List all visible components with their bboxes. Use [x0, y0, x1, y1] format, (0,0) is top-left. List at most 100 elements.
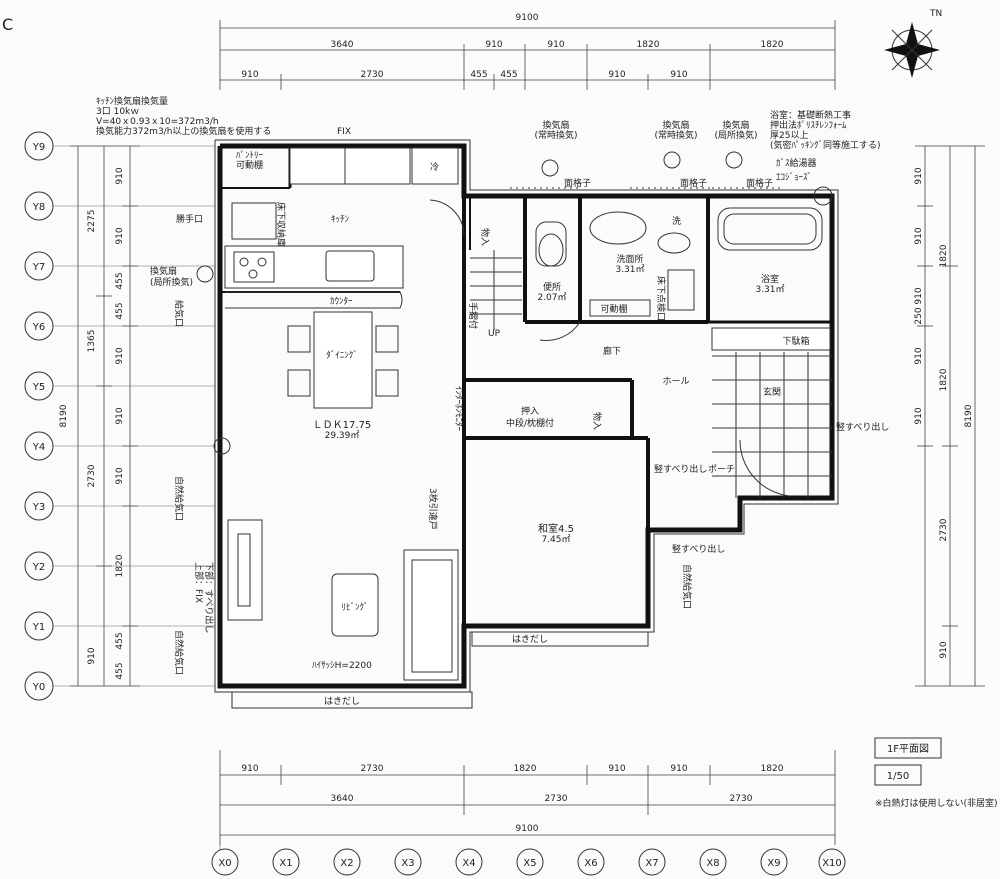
washroom-area-label: 3.31㎡ — [615, 264, 644, 275]
grid-y-label: Y5 — [32, 382, 45, 393]
grid-y-label: Y7 — [32, 262, 45, 273]
fan-sub-label: (局所換気) — [714, 129, 757, 141]
dim-top: 1820 — [761, 40, 784, 50]
dim-left: 455 — [115, 272, 125, 289]
pantry-shelf-label: 可動棚 — [236, 159, 263, 171]
under-floor-inspect-label: 床下点検口 — [655, 276, 667, 321]
dim-top: 910 — [608, 70, 625, 80]
dim-left: 910 — [115, 347, 125, 364]
dim-top: 1820 — [637, 40, 660, 50]
dim-top: 455 — [470, 70, 487, 80]
dim-right: 2730 — [939, 518, 949, 541]
fan-sub-label: (常時換気) — [534, 129, 577, 141]
scale-box — [874, 764, 922, 786]
hall-label: ホール — [662, 376, 689, 387]
natural-inlet-label: 自然給気口 — [681, 564, 693, 609]
kitchen-vent-note: 換気能力372m3/h以上の換気扇を使用する — [96, 125, 271, 137]
dim-bottom: 1820 — [514, 764, 537, 774]
hakidashi-label: はきだし — [512, 634, 548, 645]
dim-left: 455 — [115, 302, 125, 319]
north-compass-icon — [884, 22, 940, 78]
natural-inlet-label: 自然給気口 — [173, 630, 185, 675]
natural-inlet-label: 自然給気口 — [173, 476, 185, 521]
grid-x-label: X8 — [706, 858, 719, 869]
grid-x-label: X0 — [218, 858, 231, 869]
closet-label: 押入 — [521, 405, 539, 417]
dim-left: 910 — [115, 167, 125, 184]
dim-bottom: 2730 — [545, 794, 568, 804]
dim-right: 910 — [914, 227, 924, 244]
kitchen-vent-note: 3口 10kｗ — [96, 107, 139, 117]
dim-left: 2730 — [87, 464, 97, 487]
grid-x-label: X1 — [279, 858, 292, 869]
fan-label: 換気扇 — [722, 119, 749, 131]
fan-label: 換気扇 — [542, 119, 569, 131]
hakidashi-label: はきだし — [324, 696, 360, 707]
fan-sub-label: (常時換気) — [654, 129, 697, 141]
air-inlet-icon — [213, 437, 231, 455]
grille-label: 面格子 — [564, 177, 591, 189]
eco-jaws-label: ｴｺｼﾞｮｰｽﾞ — [776, 172, 812, 183]
drawing-title: 1F平面図 — [887, 743, 929, 755]
dim-right: 250 — [914, 307, 924, 324]
vent-fan-icon — [725, 151, 743, 169]
washitsu-label: 和室4.5 — [538, 522, 574, 535]
vent-fan-icon — [196, 265, 214, 283]
dim-right: 910 — [914, 407, 924, 424]
bath-note: 厚25以上 — [770, 130, 808, 141]
dim-right: 1820 — [939, 244, 949, 267]
stair — [470, 250, 522, 330]
dim-bottom: 3640 — [331, 794, 354, 804]
grid-y-label: Y4 — [32, 442, 45, 453]
dim-left: 455 — [115, 662, 125, 679]
grille-label: 面格子 — [746, 177, 773, 189]
kitchen-vent-note: ｷｯﾁﾝ換気扇換気量 — [96, 95, 168, 107]
air-inlet-label: 給気口 — [173, 300, 185, 327]
shoe-box-label: 下駄箱 — [782, 335, 809, 347]
top-dimensions — [219, 20, 836, 90]
drawing-scale: 1/50 — [887, 771, 909, 782]
grid-x-label: X2 — [340, 858, 353, 869]
back-door-label: 勝手口 — [176, 213, 203, 225]
dim-left: 910 — [115, 467, 125, 484]
washroom-label: 洗面所 — [616, 253, 643, 265]
pantry-label: ﾊﾟﾝﾄﾘｰ — [236, 150, 264, 161]
dim-left: 910 — [115, 227, 125, 244]
sliding-door-label: 3枚引違戸 — [427, 488, 439, 530]
title-box — [874, 737, 942, 759]
dim-top: 2730 — [361, 70, 384, 80]
bath-note: 押出法ﾎﾟﾘｽﾁﾚﾝﾌｫｰﾑ — [770, 119, 847, 131]
kitchen-label: ｷｯﾁﾝ — [331, 214, 350, 225]
fix-label: FIX — [337, 127, 351, 137]
bath-note: (気密ﾊﾟｯｷﾝｸﾞ同等施工する) — [770, 139, 881, 151]
gas-heater-label: ｶﾞｽ給湯器 — [776, 157, 817, 169]
grille-label: 面格子 — [680, 177, 707, 189]
dim-top: 910 — [485, 40, 502, 50]
grid-y-label: Y1 — [32, 622, 45, 633]
high-sash-label: ﾊｲｻｯｼH=2200 — [312, 660, 372, 671]
dim-top: 455 — [500, 70, 517, 80]
ldk-area-label: 29.39㎡ — [325, 430, 360, 441]
dim-right: 1820 — [939, 368, 949, 391]
dim-top: 3640 — [331, 40, 354, 50]
grid-y-label: Y6 — [32, 322, 45, 333]
compass-label: TN — [929, 9, 942, 19]
grid-x-label: X7 — [645, 858, 658, 869]
grid-y-label: Y0 — [32, 682, 45, 693]
fridge-label: 冷 — [430, 161, 439, 173]
grid-x-label: X9 — [767, 858, 780, 869]
grid-y-label: Y3 — [32, 502, 45, 513]
cupboard-label: 物入 — [591, 412, 603, 430]
side-slide-porch-label: 竪すべり出し — [836, 421, 889, 433]
dim-bottom: 2730 — [730, 794, 753, 804]
toilet-label: 便所 — [543, 281, 561, 293]
entrance-tiles — [711, 327, 832, 498]
bath-area-label: 3.31㎡ — [755, 284, 784, 295]
dim-right: 910 — [914, 287, 924, 304]
grid-x-label: X3 — [401, 858, 414, 869]
side-slide-label: 竪すべり出し — [654, 463, 707, 475]
grid-x-label: X5 — [523, 858, 536, 869]
bottom-dimensions — [219, 750, 836, 845]
dim-right: 910 — [939, 641, 949, 658]
floor-storage-label: 床下収納庫 — [275, 202, 287, 247]
